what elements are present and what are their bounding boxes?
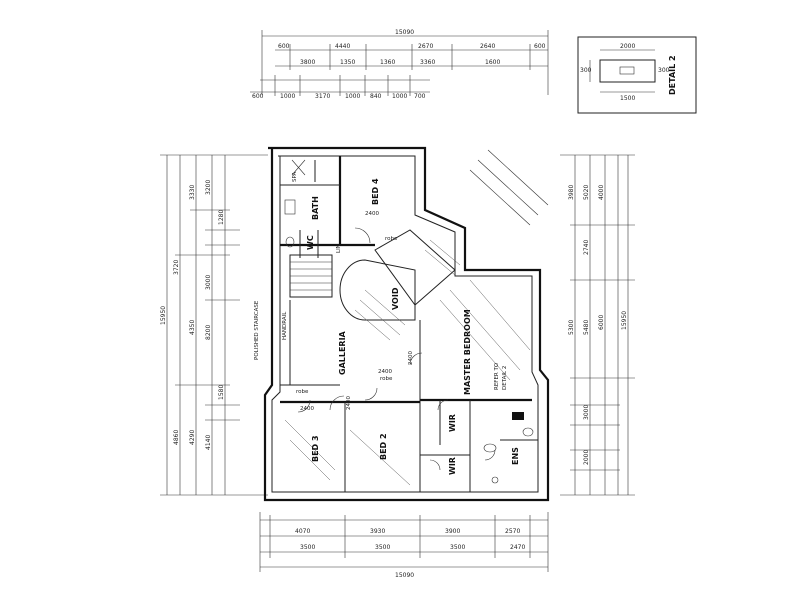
right-dim-9: 2000 — [583, 450, 590, 465]
top-dim-10: 1600 — [485, 59, 500, 66]
bottom-dim-7: 3500 — [450, 544, 465, 551]
top-dim-2: 4440 — [335, 43, 350, 50]
diagonal-dimension — [469, 149, 549, 226]
top-dim-11: 600 — [252, 93, 264, 100]
right-dim-6: 3980 — [568, 185, 575, 200]
left-dimensions: 15950 3720 4860 3330 4350 4290 3200 3000… — [160, 154, 268, 496]
right-dim-4: 2740 — [583, 240, 590, 255]
bottom-dim-6: 3500 — [375, 544, 390, 551]
room-label-ens: ENS — [511, 447, 520, 465]
top-dim-5: 600 — [534, 43, 546, 50]
top-overall-dim: 15090 — [395, 29, 414, 36]
room-label-gallery: GALLERIA — [338, 330, 347, 375]
detail-dim-3: 300 — [658, 67, 670, 74]
room-label-bed3: BED 3 — [311, 435, 320, 462]
bottom-dim-4: 2570 — [505, 528, 520, 535]
fixtures — [284, 159, 534, 484]
right-dim-8: 3000 — [583, 405, 590, 420]
right-dimensions: 15950 4000 6000 5020 2740 5480 3980 5300… — [560, 154, 635, 496]
room-label-void: VOID — [391, 287, 400, 310]
bottom-dimensions: 4070 3930 3900 2570 3500 3500 3500 2470 … — [259, 512, 549, 579]
left-dim-4: 4350 — [189, 320, 196, 335]
room-label-bath: BATH — [311, 196, 320, 220]
room-label-robe-1: robe — [385, 236, 398, 242]
handrail-label: HANDRAIL — [282, 311, 288, 340]
left-dim-8: 8200 — [205, 325, 212, 340]
room-label-bed2: BED 2 — [379, 433, 388, 460]
top-dim-15: 840 — [370, 93, 382, 100]
room-label-bed4: BED 4 — [371, 178, 380, 205]
room-label-wc: WC — [306, 235, 315, 250]
top-dim-13: 3170 — [315, 93, 330, 100]
right-dim-3: 5020 — [583, 185, 590, 200]
detail-dim-2: 300 — [580, 67, 592, 74]
top-dim-7: 1350 — [340, 59, 355, 66]
left-dim-3: 3330 — [189, 185, 196, 200]
stair-label: POLISHED STAIRCASE — [254, 300, 260, 360]
door-label-5: 2400 — [346, 396, 352, 410]
bottom-dim-2: 3930 — [370, 528, 385, 535]
top-dimensions: 15090 600 4440 2670 2640 600 3800 1350 1… — [250, 29, 549, 100]
door-label-4: 2400 — [408, 351, 414, 365]
bottom-dim-3: 3900 — [445, 528, 460, 535]
detail-dim-1: 2000 — [620, 43, 635, 50]
detail-title: DETAIL 2 — [668, 55, 677, 95]
bottom-dim-8: 2470 — [510, 544, 525, 551]
room-label-robe-3: robe — [296, 389, 309, 395]
left-overall-dim: 15950 — [160, 306, 167, 325]
right-dim-5: 5480 — [583, 320, 590, 335]
building-walls — [263, 146, 550, 502]
top-dim-9: 3360 — [420, 59, 435, 66]
door-swings — [297, 227, 496, 471]
door-label-1: 2400 — [365, 211, 379, 217]
room-label-robe-2: robe — [380, 376, 393, 382]
left-dim-5: 4290 — [189, 430, 196, 445]
top-dim-12: 1000 — [280, 93, 295, 100]
room-label-wir-2: WIR — [448, 457, 457, 475]
top-dim-3: 2670 — [418, 43, 433, 50]
door-label-3: 2400 — [378, 369, 392, 375]
right-dim-1: 4000 — [598, 185, 605, 200]
bottom-dim-5: 3500 — [300, 544, 315, 551]
top-dim-1: 600 — [278, 43, 290, 50]
left-dim-2: 4860 — [173, 430, 180, 445]
left-dim-10: 1280 — [218, 210, 225, 225]
room-label-wir-1: WIR — [448, 414, 457, 432]
room-labels: BATH BED 4 SPA WC LIN robe GALLERIA VOID… — [254, 172, 520, 475]
right-dim-7: 5300 — [568, 320, 575, 335]
detail-dim-4: 1500 — [620, 95, 635, 102]
detail-2-box: 2000 300 300 1500 DETAIL 2 — [577, 36, 697, 114]
bottom-dim-1: 4070 — [295, 528, 310, 535]
top-dim-6: 3800 — [300, 59, 315, 66]
left-dim-6: 3200 — [205, 180, 212, 195]
bottom-overall-dim: 15090 — [395, 572, 414, 579]
top-dim-8: 1360 — [380, 59, 395, 66]
left-dim-1: 3720 — [173, 260, 180, 275]
door-labels: 2400 2400 2400 2400 2400 — [300, 211, 414, 412]
room-label-lin: LIN — [336, 244, 342, 253]
top-dim-14: 1000 — [345, 93, 360, 100]
left-dim-7: 3000 — [205, 275, 212, 290]
room-label-refer: REFER TO — [494, 362, 500, 390]
right-dim-2: 6000 — [598, 315, 605, 330]
left-dim-9: 4140 — [205, 435, 212, 450]
door-label-2: 2400 — [300, 406, 314, 412]
top-dim-16: 1000 — [392, 93, 407, 100]
room-label-spa: SPA — [292, 172, 298, 182]
left-dim-11: 1580 — [218, 385, 225, 400]
top-dim-4: 2640 — [480, 43, 495, 50]
right-overall-dim: 15950 — [621, 311, 628, 330]
top-dim-17: 700 — [414, 93, 426, 100]
room-label-refer-detail: DETAIL 2 — [502, 366, 508, 390]
room-label-master: MASTER BEDROOM — [463, 309, 472, 395]
